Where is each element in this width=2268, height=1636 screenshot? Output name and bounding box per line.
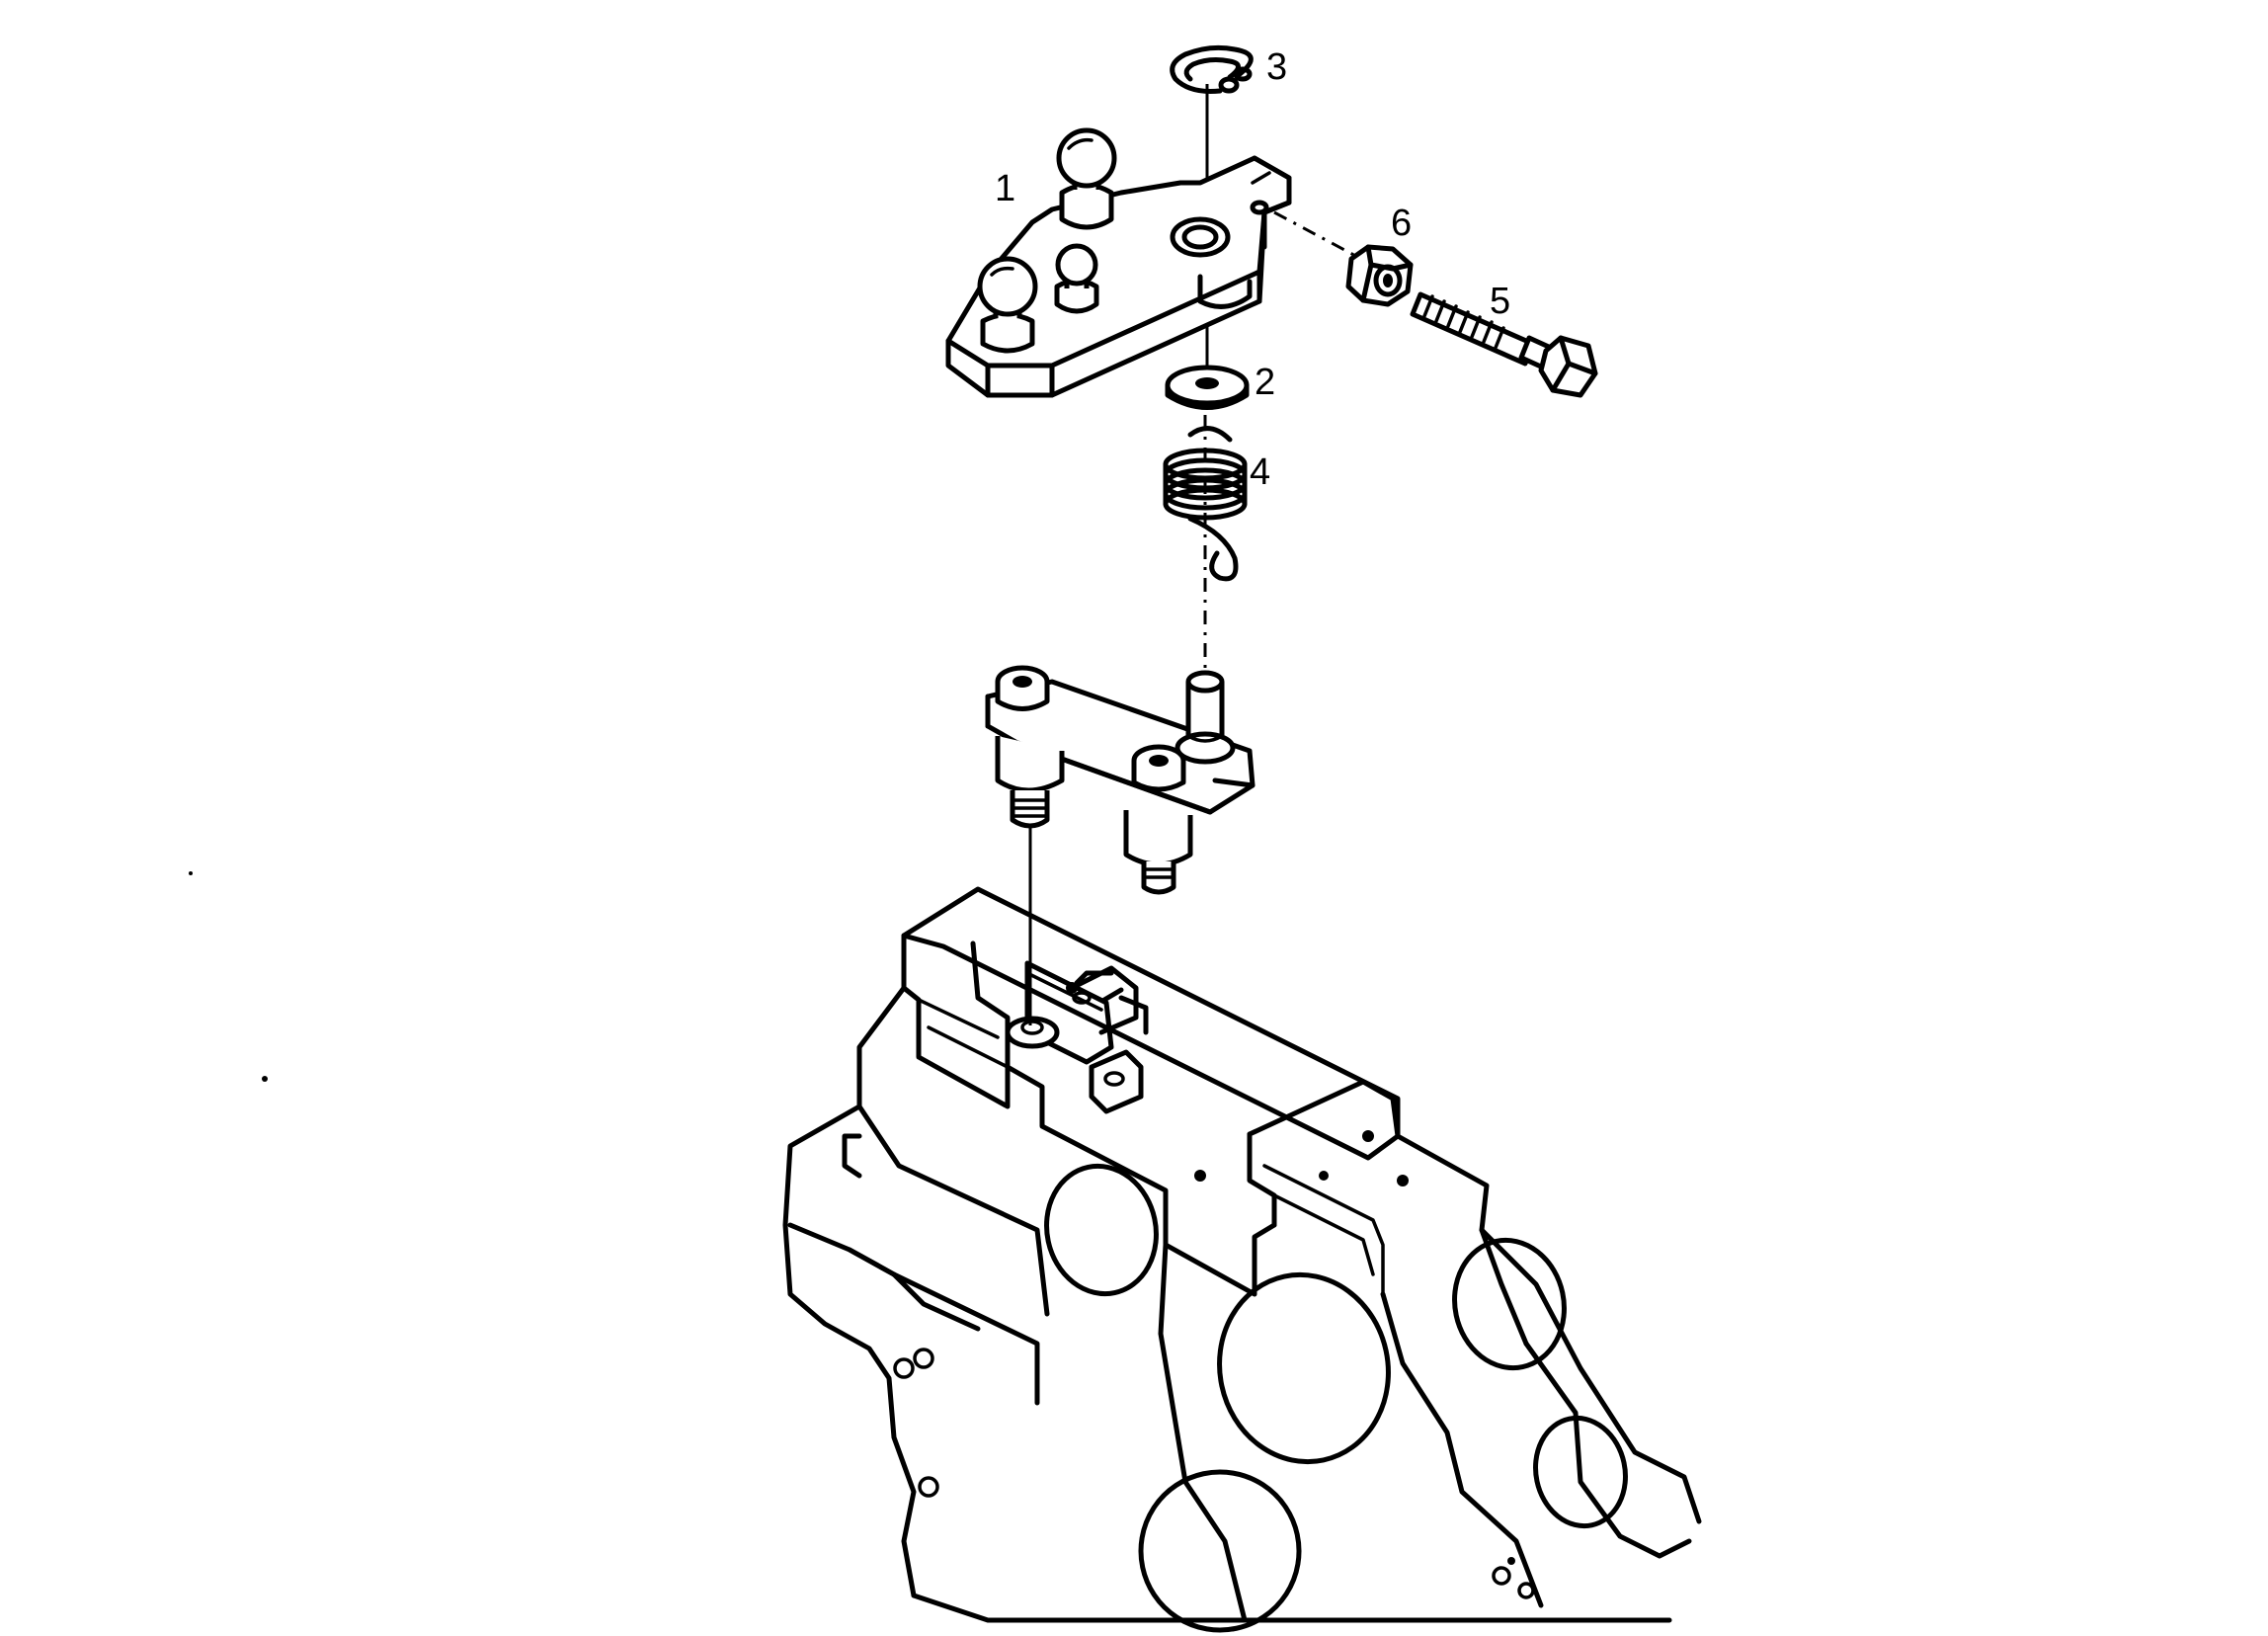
callout-5: 5 xyxy=(1490,281,1510,322)
callout-6: 6 xyxy=(1391,203,1412,244)
hex-nut xyxy=(1345,244,1414,307)
engine-housing xyxy=(782,886,1702,1633)
selector-plate xyxy=(945,127,1292,398)
torsion-spring xyxy=(1163,426,1248,582)
circlip xyxy=(1170,44,1254,94)
axis-line-bolt xyxy=(1273,210,1362,261)
callout-3: 3 xyxy=(1266,46,1287,88)
washer xyxy=(1165,365,1250,410)
callout-2: 2 xyxy=(1255,362,1275,403)
callout-1: 1 xyxy=(995,168,1015,209)
hex-bolt xyxy=(1410,291,1598,398)
scan-speck xyxy=(189,871,193,875)
scan-speck xyxy=(262,1076,268,1082)
pivot-bracket xyxy=(985,665,1256,895)
callout-4: 4 xyxy=(1250,451,1270,493)
